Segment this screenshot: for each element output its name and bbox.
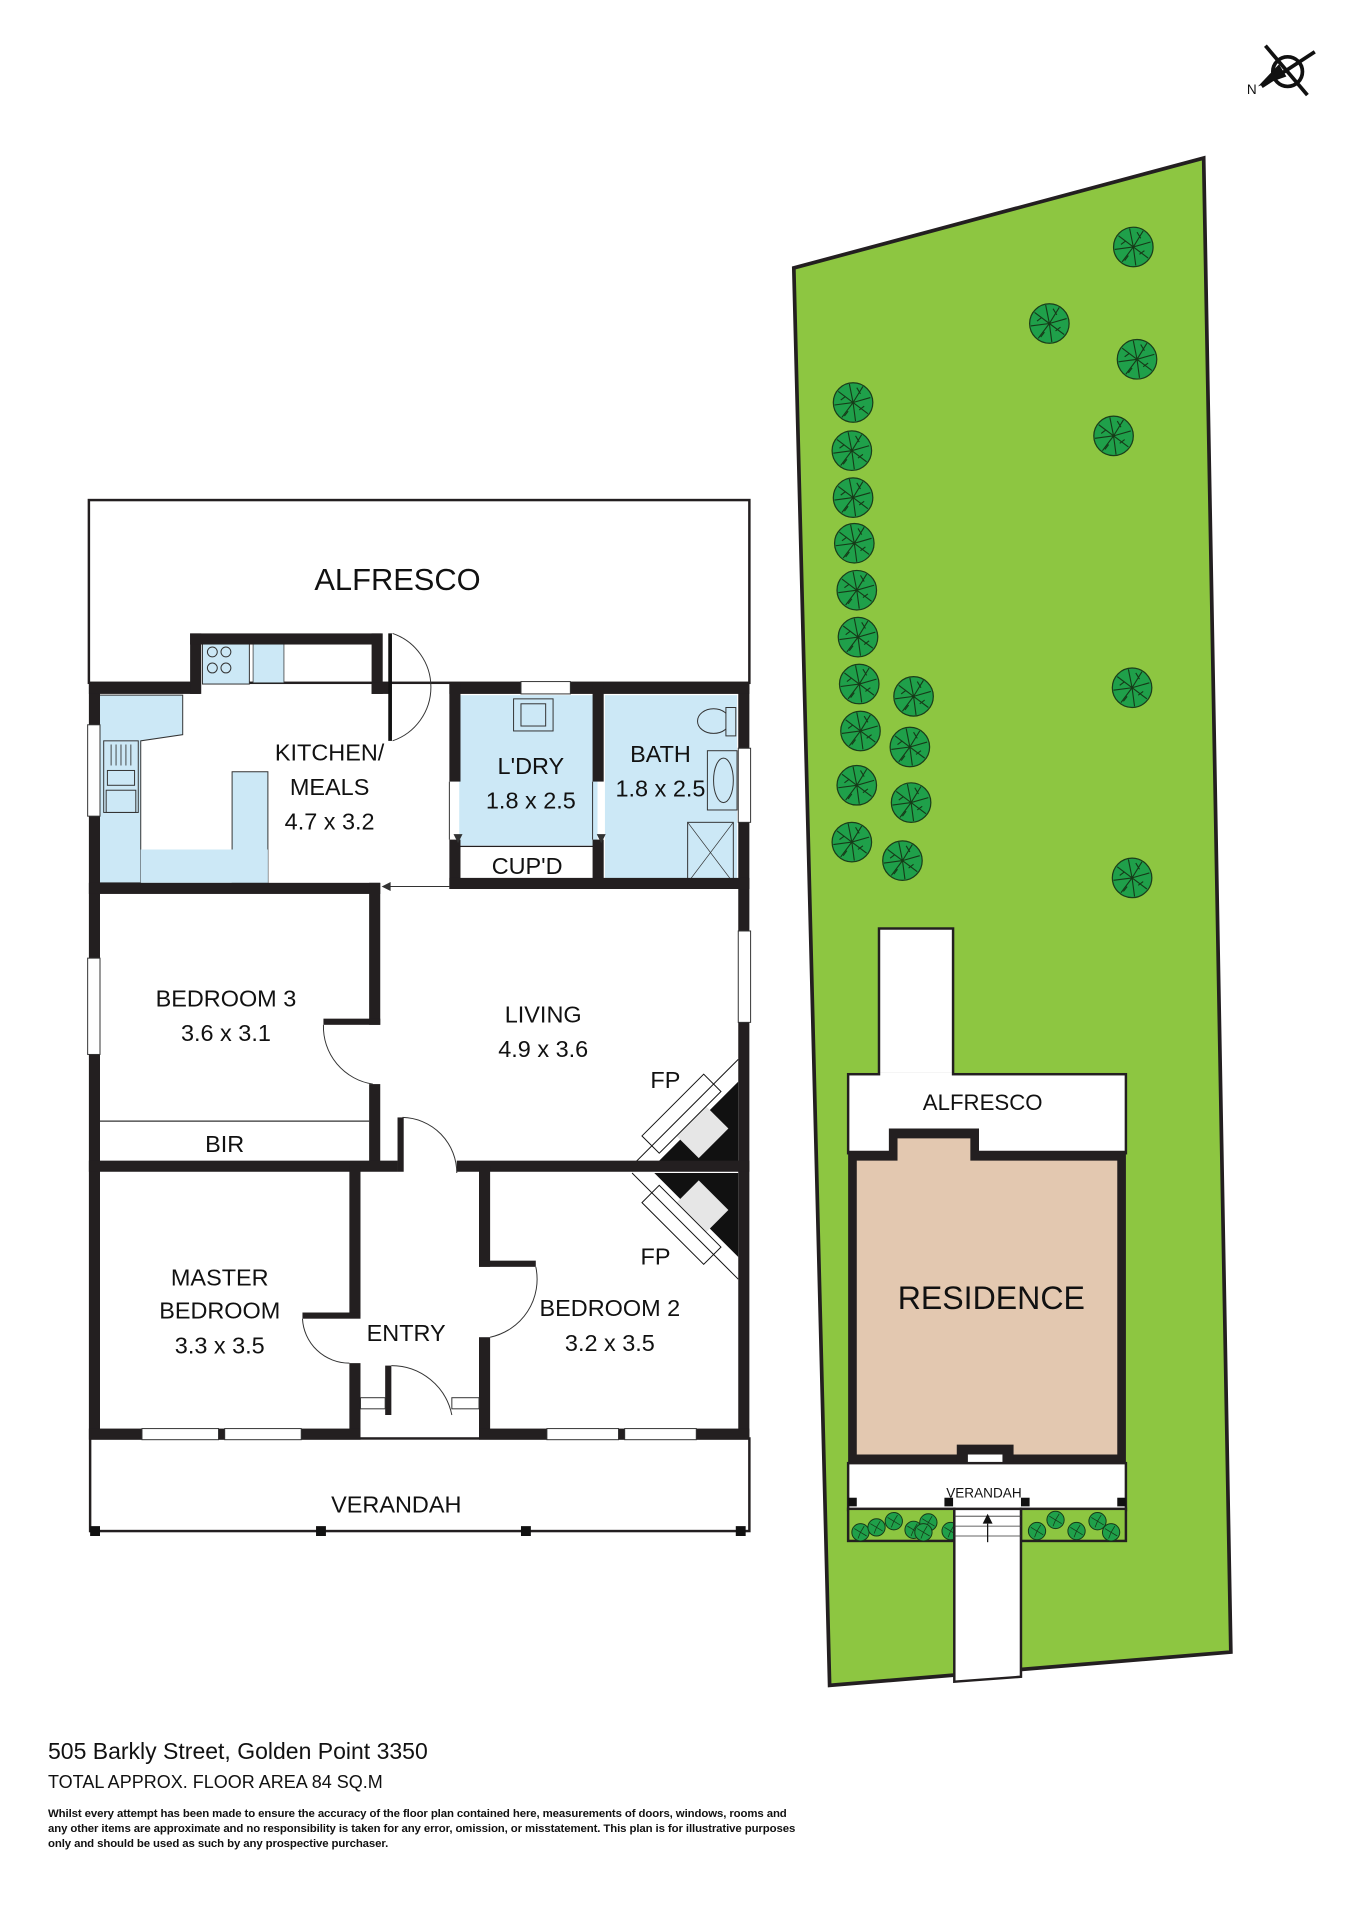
- room-label-fireplace-living: FP: [650, 1067, 680, 1093]
- room-dims-living: 4.9 x 3.6: [498, 1036, 588, 1062]
- room-label-kitchen-1: KITCHEN/: [275, 740, 385, 766]
- room-label-bedroom2: BEDROOM 2: [540, 1295, 681, 1321]
- disclaimer-text: Whilst every attempt has been made to en…: [48, 1808, 796, 1850]
- room-label-master-1: MASTER: [171, 1264, 269, 1290]
- room-label-laundry: L'DRY: [498, 753, 565, 779]
- room-dims-kitchen: 4.7 x 3.2: [285, 809, 375, 835]
- site-label-verandah: VERANDAH: [946, 1486, 1021, 1501]
- room-dims-bedroom3: 3.6 x 3.1: [181, 1020, 271, 1046]
- room-label-bath: BATH: [630, 741, 691, 767]
- room-label-master-2: BEDROOM: [159, 1298, 280, 1324]
- site-label-alfresco: ALFRESCO: [923, 1090, 1043, 1115]
- compass-north-label: N: [1247, 82, 1257, 97]
- room-label-verandah: VERANDAH: [331, 1492, 461, 1518]
- room-dims-laundry: 1.8 x 2.5: [486, 788, 576, 814]
- property-address: 505 Barkly Street, Golden Point 3350: [48, 1738, 428, 1764]
- room-label-living: LIVING: [505, 1001, 582, 1027]
- floor-plan: ALFRESCO KITCHEN/ MEALS 4.7 x 3.2 L'DRY …: [87, 498, 752, 1536]
- room-label-kitchen-2: MEALS: [290, 774, 369, 800]
- site-label-residence: RESIDENCE: [898, 1280, 1085, 1316]
- site-plan: ALFRESCO RESIDENCE VERANDAH: [791, 155, 1233, 1688]
- room-label-bedroom3: BEDROOM 3: [156, 985, 297, 1011]
- room-label-bir: BIR: [205, 1131, 244, 1157]
- total-floor-area: TOTAL APPROX. FLOOR AREA 84 SQ.M: [48, 1772, 383, 1792]
- room-dims-bedroom2: 3.2 x 3.5: [565, 1330, 655, 1356]
- entry-arrow-icon: [982, 1513, 993, 1524]
- room-dims-master: 3.3 x 3.5: [175, 1332, 265, 1358]
- north-compass-icon: N: [1247, 44, 1316, 97]
- room-label-alfresco: ALFRESCO: [314, 562, 480, 597]
- room-dims-bath: 1.8 x 2.5: [616, 775, 706, 801]
- room-label-entry: ENTRY: [367, 1320, 446, 1346]
- room-label-cupboard: CUP'D: [492, 853, 563, 879]
- room-label-fireplace-bedroom2: FP: [641, 1243, 671, 1269]
